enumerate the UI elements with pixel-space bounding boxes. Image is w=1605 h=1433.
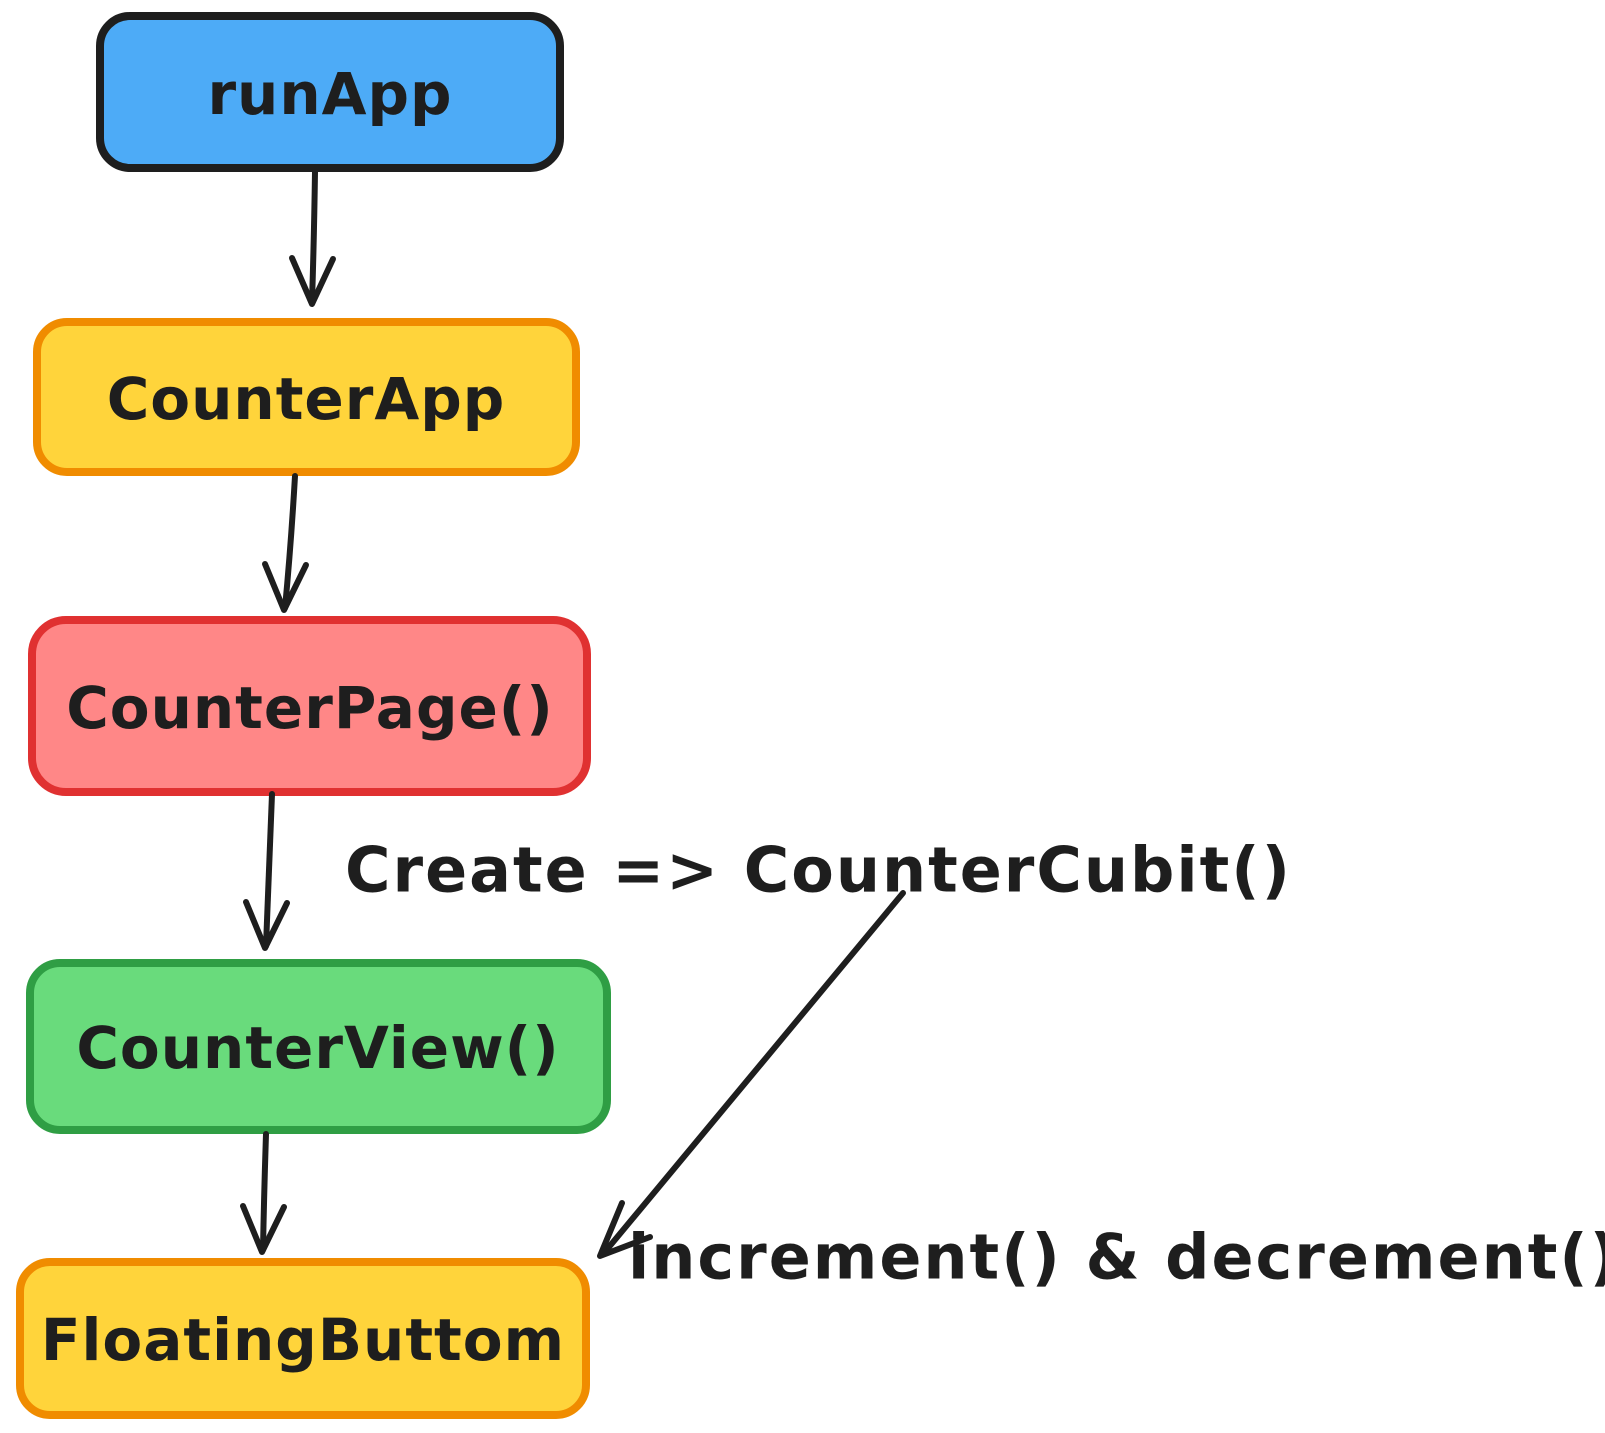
arrow-runapp-to-counterapp-line <box>309 169 318 305</box>
node-floating-buttom[interactable]: FloatingButtom <box>16 1258 590 1419</box>
arrow-runapp-to-counterapp-head <box>289 255 336 307</box>
node-counter-app[interactable]: CounterApp <box>33 318 580 476</box>
arrow-counterpage-to-counterview-head <box>243 899 290 951</box>
node-floating-buttom-shape <box>16 1258 590 1419</box>
node-counter-app-shape <box>33 318 580 476</box>
arrow-counterapp-to-counterpage-head <box>262 561 309 613</box>
node-floating-buttom-label: FloatingButtom <box>41 1306 565 1374</box>
arrow-countercubit-to-floatingbuttom[interactable] <box>597 890 906 1259</box>
arrow-counterpage-to-counterview[interactable] <box>243 791 290 951</box>
arrow-counterview-to-floatingbuttom-line <box>260 1131 269 1253</box>
annotation-create-cubit-label: Create => CounterCubit() <box>345 834 1292 907</box>
node-counter-page[interactable]: CounterPage() <box>28 616 591 796</box>
node-counter-page-shape <box>28 616 591 796</box>
annotation-create-cubit[interactable]: Create => CounterCubit() <box>345 834 1292 907</box>
node-run-app[interactable]: runApp <box>96 12 564 172</box>
arrow-counterapp-to-counterpage-line <box>282 473 298 611</box>
node-counter-view[interactable]: CounterView() <box>26 959 611 1134</box>
node-run-app-label: runApp <box>207 60 452 128</box>
arrow-runapp-to-counterapp[interactable] <box>289 169 336 307</box>
arrow-countercubit-to-floatingbuttom-line <box>601 890 906 1256</box>
arrow-countercubit-to-floatingbuttom-head <box>597 1200 653 1259</box>
node-counter-view-shape <box>26 959 611 1134</box>
node-counter-view-label: CounterView() <box>76 1014 559 1082</box>
annotation-methods[interactable]: increment() & decrement() <box>628 1221 1605 1294</box>
node-counter-app-label: CounterApp <box>107 365 506 433</box>
arrow-counterview-to-floatingbuttom-head <box>240 1203 287 1255</box>
node-run-app-shape <box>96 12 564 172</box>
node-counter-page-label: CounterPage() <box>66 674 554 742</box>
arrow-counterview-to-floatingbuttom[interactable] <box>240 1131 287 1255</box>
arrow-counterpage-to-counterview-line <box>263 791 275 949</box>
annotation-methods-label: increment() & decrement() <box>628 1221 1605 1294</box>
arrow-counterapp-to-counterpage[interactable] <box>262 473 309 613</box>
